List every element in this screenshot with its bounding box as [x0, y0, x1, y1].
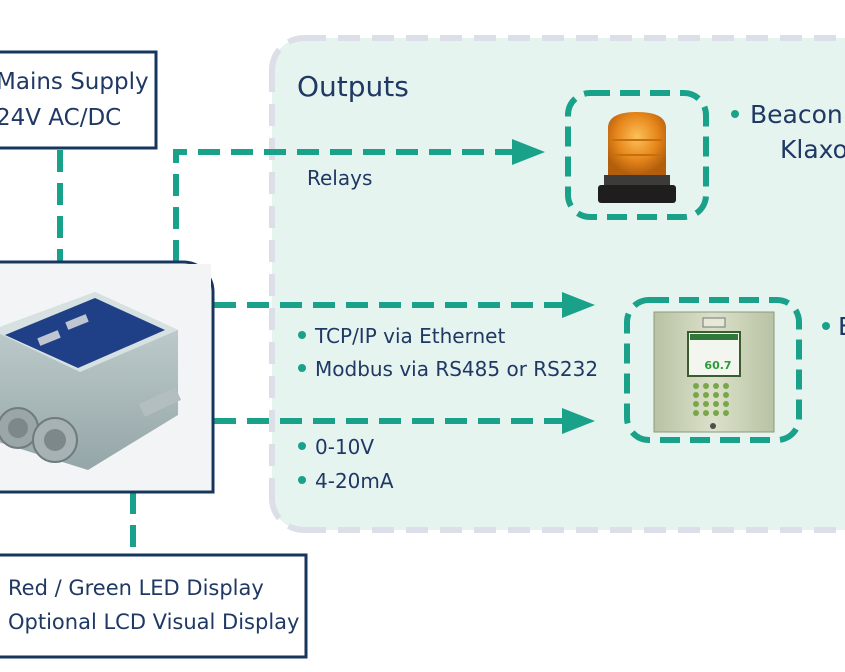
beacon-label: Beacon [750, 100, 843, 129]
connector-lines [57, 139, 595, 555]
beacon-device [565, 90, 709, 220]
leak-detector-unit [0, 260, 215, 494]
comms-bullet-icon [298, 364, 306, 372]
beacon-icon [608, 112, 666, 175]
panel-screen-value: 60.7 [704, 359, 731, 372]
arrow-to-panel-comms [562, 292, 595, 318]
arrow-to-panel-analog [562, 408, 595, 434]
mains-voltage-label: 24V AC/DC [0, 105, 121, 131]
analog-bullet-icon [298, 442, 306, 450]
mains-supply-label: Mains Supply [0, 69, 149, 95]
arrow-to-beacon [512, 139, 545, 165]
beacon-bullet-icon [731, 110, 739, 118]
display-led-label: Red / Green LED Display [8, 576, 264, 600]
comms-modbus-label: Modbus via RS485 or RS232 [315, 357, 598, 381]
outputs-title: Outputs [297, 70, 409, 103]
comms-ethernet-label: TCP/IP via Ethernet [314, 324, 505, 348]
panel-bullet-icon [822, 322, 830, 330]
mains-supply-box: Mains Supply 24V AC/DC [0, 50, 158, 150]
klaxon-label: Klaxo [780, 135, 845, 164]
relays-label: Relays [307, 166, 372, 190]
analog-bullet-icon [298, 476, 306, 484]
keypad-icon [693, 383, 729, 416]
display-box: Red / Green LED Display Optional LCD Vis… [0, 553, 308, 659]
control-panel-device: 60.7 [624, 297, 802, 443]
detector-label-icon [5, 298, 165, 368]
analog-current-label: 4-20mA [315, 469, 394, 493]
analog-voltage-label: 0-10V [315, 435, 374, 459]
panel-label-partial: E [838, 312, 845, 341]
display-lcd-label: Optional LCD Visual Display [8, 610, 299, 634]
comms-bullet-icon [298, 331, 306, 339]
